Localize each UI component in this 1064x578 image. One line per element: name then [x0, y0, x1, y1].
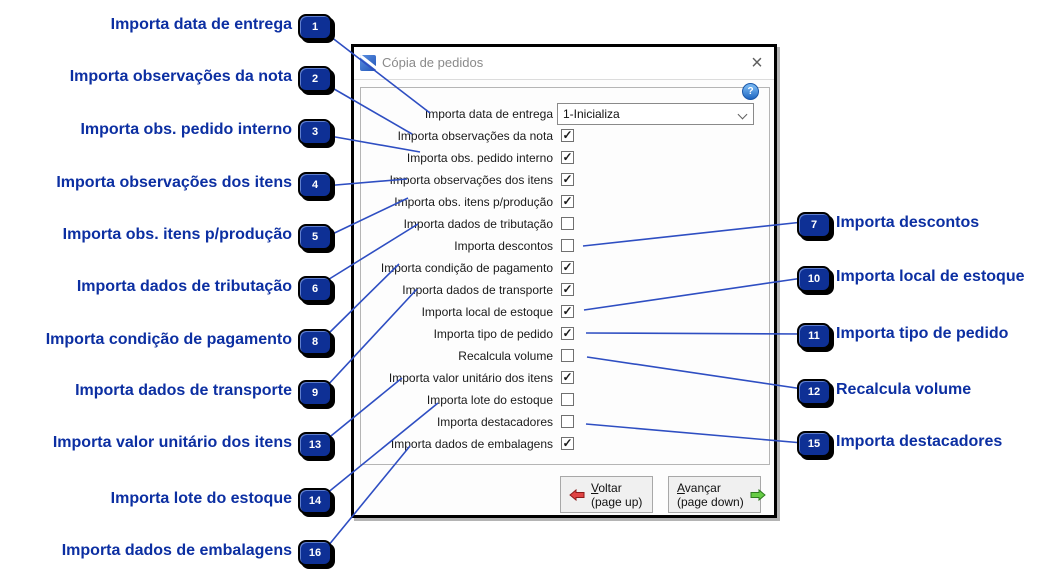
checkbox-label: Importa obs. pedido interno [406, 151, 553, 165]
checkbox-label: Importa obs. itens p/produção [394, 195, 553, 209]
check-mark: ✓ [562, 304, 573, 318]
callout-badge: 6 [298, 276, 332, 302]
checkbox-importa-obs-pedido-interno[interactable]: ✓ [561, 151, 574, 164]
annotation-label: Importa local de estoque [836, 268, 1025, 285]
annotation-label: Importa valor unitário dos itens [52, 434, 292, 451]
annotation-label: Importa dados de transporte [75, 382, 292, 399]
checkbox-importa-observacoes-da-nota[interactable]: ✓ [561, 129, 574, 142]
checkbox-label: Importa dados de embalagens [390, 437, 553, 451]
checkbox-importa-observacoes-dos-itens[interactable]: ✓ [561, 173, 574, 186]
callout-badge: 2 [298, 66, 332, 92]
check-mark: ✓ [562, 436, 573, 450]
checkbox-recalcula-volume[interactable] [561, 349, 574, 362]
forward-arrow-icon [750, 488, 766, 501]
callout-badge: 16 [298, 540, 332, 566]
app-icon [360, 55, 376, 71]
annotation-label: Recalcula volume [836, 381, 972, 398]
checkbox-label: Importa lote do estoque [426, 393, 553, 407]
annotation-label: Importa data de entrega [110, 16, 292, 33]
annotation-label: Importa observações dos itens [56, 174, 292, 191]
checkbox-importa-condicao-pagamento[interactable]: ✓ [561, 261, 574, 274]
dialog-title: Cópia de pedidos [382, 55, 484, 70]
annotation-label: Importa destacadores [836, 433, 1003, 450]
checkbox-label: Importa observações dos itens [389, 173, 553, 187]
annotation-label: Importa dados de tributação [76, 278, 292, 295]
checkbox-importa-destacadores[interactable] [561, 415, 574, 428]
check-mark: ✓ [562, 260, 573, 274]
check-mark: ✓ [562, 150, 573, 164]
importa-data-entrega-dropdown[interactable]: 1-Inicializa [557, 103, 754, 125]
annotation-label: Importa obs. itens p/produção [62, 226, 292, 243]
checkbox-label: Importa dados de transporte [402, 283, 553, 297]
checkbox-label: Importa tipo de pedido [433, 327, 553, 341]
help-icon[interactable]: ? [742, 83, 759, 100]
callout-badge: 14 [298, 488, 332, 514]
avancar-button[interactable]: Avançar(page down) [668, 476, 766, 513]
checkbox-importa-descontos[interactable] [561, 239, 574, 252]
copia-de-pedidos-dialog: Cópia de pedidos × ? Importa data de ent… [351, 44, 777, 518]
checkbox-importa-valor-unitario[interactable]: ✓ [561, 371, 574, 384]
callout-badge: 13 [298, 432, 332, 458]
check-mark: ✓ [562, 370, 573, 384]
annotation-label: Importa condição de pagamento [45, 331, 292, 348]
callout-badge: 10 [797, 266, 831, 292]
checkbox-importa-dados-embalagens[interactable]: ✓ [561, 437, 574, 450]
back-arrow-icon [569, 488, 585, 501]
callout-badge: 15 [797, 431, 831, 457]
chevron-down-icon [739, 111, 747, 119]
checkbox-label: Importa dados de tributação [403, 217, 553, 231]
checkbox-label: Recalcula volume [458, 349, 553, 363]
checkbox-importa-lote-estoque[interactable] [561, 393, 574, 406]
callout-badge: 8 [298, 329, 332, 355]
callout-badge: 7 [797, 212, 831, 238]
checkbox-label: Importa condição de pagamento [380, 261, 553, 275]
voltar-button[interactable]: Voltar(page up) [560, 476, 653, 513]
annotation-label: Importa tipo de pedido [836, 325, 1009, 342]
checkbox-label: Importa valor unitário dos itens [388, 371, 553, 385]
callout-badge: 4 [298, 172, 332, 198]
checkbox-importa-dados-transporte[interactable]: ✓ [561, 283, 574, 296]
dropdown-label: Importa data de entrega [424, 107, 553, 121]
check-mark: ✓ [562, 128, 573, 142]
annotation-label: Importa obs. pedido interno [80, 121, 292, 138]
callout-badge: 5 [298, 224, 332, 250]
checkbox-label: Importa local de estoque [421, 305, 553, 319]
callout-badge: 3 [298, 119, 332, 145]
annotation-label: Importa descontos [836, 214, 980, 231]
callout-badge: 9 [298, 380, 332, 406]
checkbox-label: Importa observações da nota [397, 129, 553, 143]
callout-badge: 11 [797, 323, 831, 349]
dropdown-value: 1-Inicializa [563, 107, 620, 121]
voltar-button-label: Voltar(page up) [591, 480, 643, 509]
checkbox-importa-tipo-pedido[interactable]: ✓ [561, 327, 574, 340]
checkbox-importa-local-estoque[interactable]: ✓ [561, 305, 574, 318]
avancar-button-label: Avançar(page down) [677, 480, 744, 509]
check-mark: ✓ [562, 326, 573, 340]
checkbox-label: Importa descontos [454, 239, 553, 253]
callout-badge: 1 [298, 14, 332, 40]
checkbox-importa-dados-tributacao[interactable] [561, 217, 574, 230]
title-bar[interactable]: Cópia de pedidos × [354, 47, 774, 80]
annotation-label: Importa observações da nota [69, 68, 292, 85]
checkbox-label: Importa destacadores [436, 415, 553, 429]
check-mark: ✓ [562, 194, 573, 208]
close-icon[interactable]: × [751, 52, 763, 74]
annotation-label: Importa lote do estoque [110, 490, 292, 507]
check-mark: ✓ [562, 172, 573, 186]
check-mark: ✓ [562, 282, 573, 296]
checkbox-importa-obs-itens-producao[interactable]: ✓ [561, 195, 574, 208]
callout-badge: 12 [797, 379, 831, 405]
annotation-label: Importa dados de embalagens [61, 542, 292, 559]
